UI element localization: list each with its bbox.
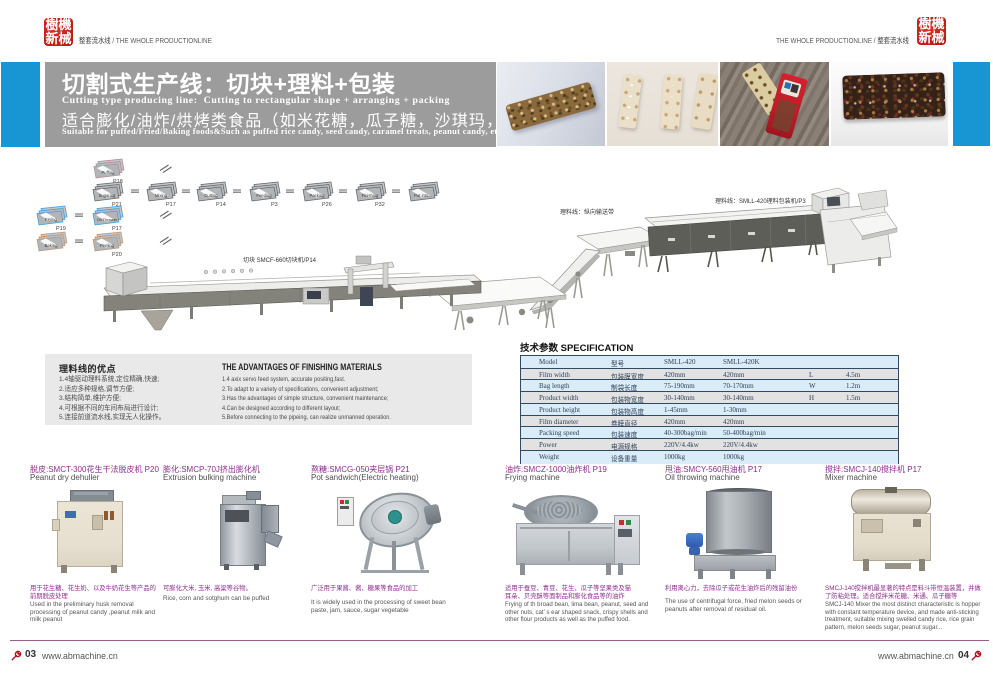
svg-text:Finishing: Finishing xyxy=(362,193,379,198)
svg-text:Peeling: Peeling xyxy=(100,243,115,248)
svg-text:Put into...: Put into... xyxy=(414,193,432,198)
svg-text:Frying: Frying xyxy=(45,217,57,222)
svg-text:Mixing: Mixing xyxy=(155,193,168,198)
svg-text:P21: P21 xyxy=(112,202,122,208)
svg-text:P19: P19 xyxy=(56,226,66,232)
svg-text:P32: P32 xyxy=(375,202,385,208)
svg-text:Packing: Packing xyxy=(310,193,326,198)
svg-text:P20: P20 xyxy=(112,252,122,258)
svg-text:P3: P3 xyxy=(271,202,278,208)
svg-text:P17: P17 xyxy=(112,226,122,232)
svg-text:Feeding: Feeding xyxy=(256,193,272,198)
svg-text:理料线：SMLL-420理料包装机/P3: 理料线：SMLL-420理料包装机/P3 xyxy=(715,197,806,205)
svg-text:P14: P14 xyxy=(216,202,226,208)
svg-text:P17: P17 xyxy=(166,202,176,208)
svg-text:理料线：纵向输送带: 理料线：纵向输送带 xyxy=(560,208,614,216)
svg-text:Sugaring: Sugaring xyxy=(99,193,116,198)
svg-text:切块 SMCF-660切块机/P14: 切块 SMCF-660切块机/P14 xyxy=(243,256,317,264)
svg-text:Oil Threwer: Oil Threwer xyxy=(97,217,118,222)
svg-text:Baking: Baking xyxy=(45,243,58,248)
svg-text:Cutting: Cutting xyxy=(204,193,218,198)
svg-text:P26: P26 xyxy=(322,202,332,208)
svg-text:Puffing: Puffing xyxy=(102,170,116,175)
